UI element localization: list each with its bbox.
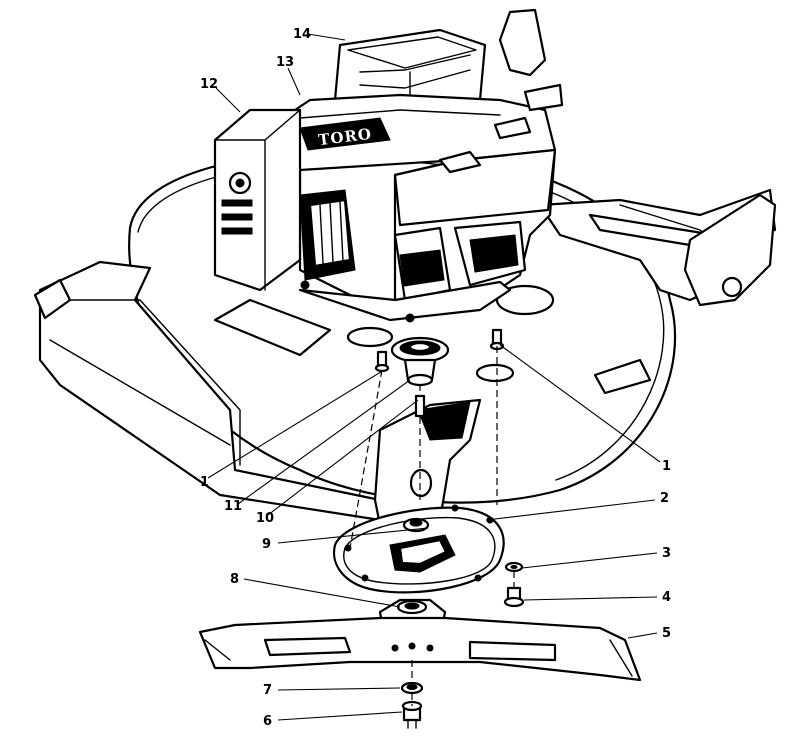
blade-bolt bbox=[401, 700, 423, 729]
callout-1-left: 1 bbox=[200, 475, 209, 490]
blade-baffle bbox=[332, 504, 505, 594]
leader-lines bbox=[207, 33, 661, 721]
callout-11: 11 bbox=[224, 499, 242, 514]
callout-8: 8 bbox=[230, 572, 239, 587]
logo-plate bbox=[299, 117, 391, 151]
cutting-blade bbox=[198, 616, 642, 682]
callout-6: 6 bbox=[263, 714, 272, 729]
callout-10: 10 bbox=[256, 511, 274, 526]
shaft-nut bbox=[402, 517, 430, 533]
callout-4: 4 bbox=[662, 590, 671, 605]
callout-2: 2 bbox=[660, 491, 669, 506]
callouts: 14 13 12 1 1 11 10 2 9 3 8 4 5 7 6 bbox=[200, 27, 671, 729]
bolt bbox=[503, 586, 525, 608]
callout-5: 5 bbox=[662, 626, 671, 641]
callout-14: 14 bbox=[293, 27, 311, 42]
callout-7: 7 bbox=[263, 683, 272, 698]
muffler bbox=[213, 108, 302, 292]
engine: TORO bbox=[213, 8, 564, 323]
callout-3: 3 bbox=[662, 546, 671, 561]
callout-1-right: 1 bbox=[662, 459, 671, 474]
callout-13: 13 bbox=[276, 55, 294, 70]
blade-body bbox=[198, 616, 642, 682]
callout-9: 9 bbox=[262, 537, 271, 552]
starter-handle bbox=[498, 8, 547, 77]
shaft-seal-and-spacer bbox=[390, 336, 450, 500]
washer bbox=[504, 561, 524, 573]
callout-12: 12 bbox=[200, 77, 218, 92]
